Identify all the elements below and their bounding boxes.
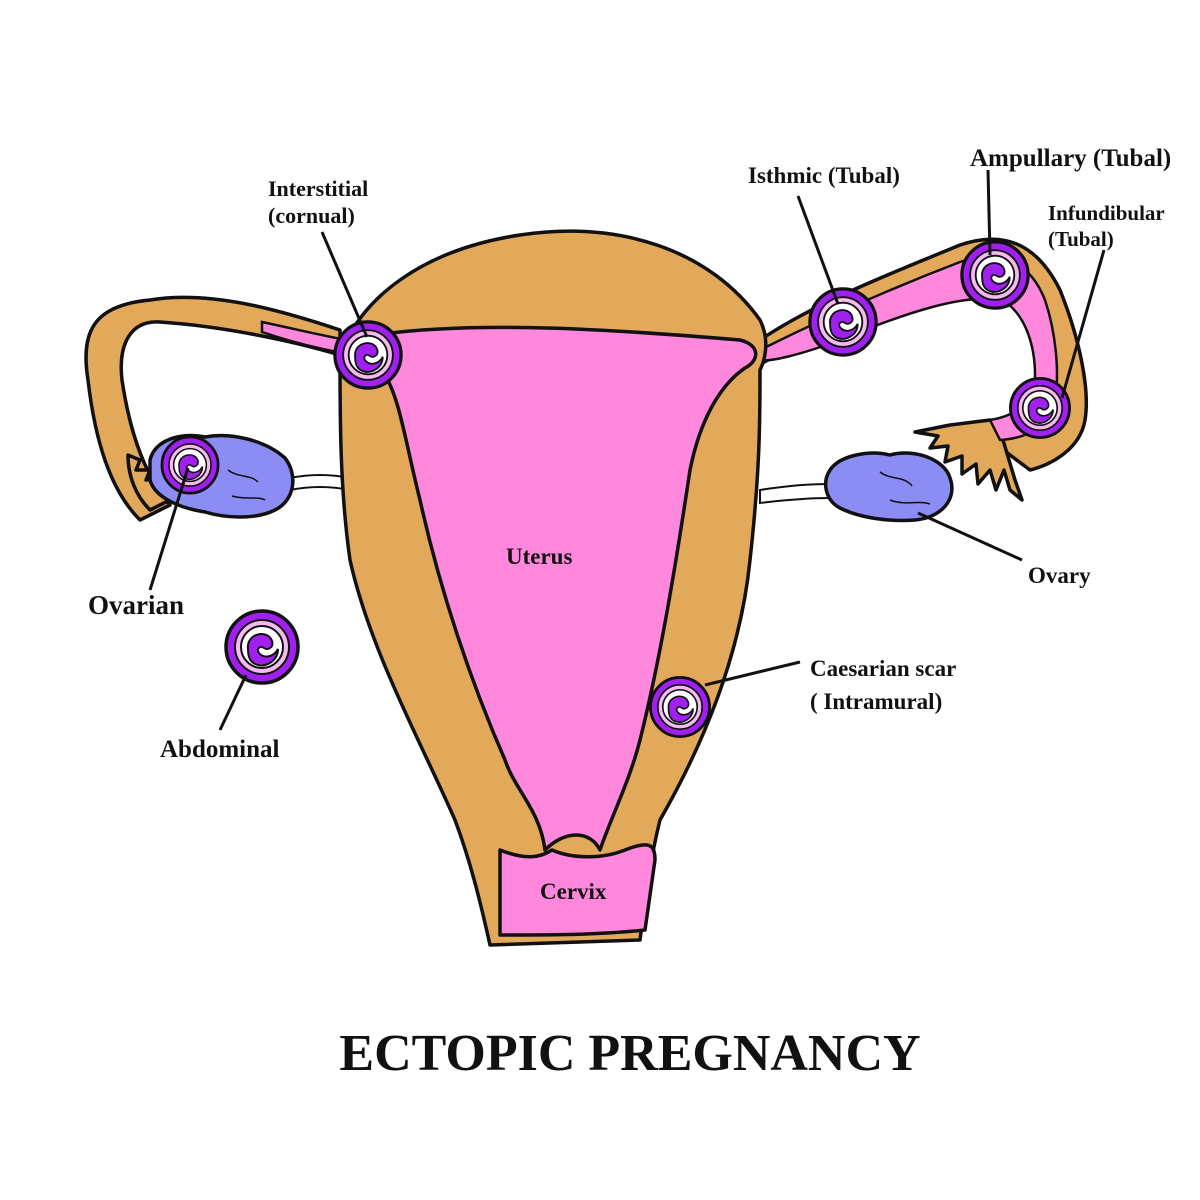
label-infundibular-line2: (Tubal) <box>1048 227 1114 251</box>
label-cervix: Cervix <box>540 879 607 904</box>
uterine-cavity <box>371 325 758 852</box>
leader-ampullary <box>986 169 992 256</box>
leader-isthmic <box>796 195 840 305</box>
sac-infundibular <box>1009 377 1071 439</box>
label-caesarian-line1: Caesarian scar <box>810 656 956 681</box>
left-fallopian-tube <box>84 295 342 522</box>
leader-abdominal <box>218 674 248 731</box>
label-abdominal: Abdominal <box>160 736 280 763</box>
sac-ovarian <box>160 435 220 495</box>
label-isthmic: Isthmic (Tubal) <box>748 163 900 188</box>
right-fimbriae <box>913 418 1024 502</box>
label-ovarian: Ovarian <box>88 590 184 620</box>
sac-ampullary <box>960 240 1030 310</box>
sac-caesarian-scar <box>649 676 711 738</box>
label-infundibular-line1: Infundibular <box>1048 201 1165 225</box>
leader-caesarian-scar <box>704 660 801 687</box>
leader-interstitial <box>320 231 369 338</box>
label-caesarian-line2: ( Intramural) <box>810 689 942 714</box>
sac-interstitial <box>333 320 403 390</box>
label-interstitial-line1: Interstitial <box>268 176 368 201</box>
right-ovarian-ligament <box>759 482 831 505</box>
label-ovary: Ovary <box>1028 563 1091 588</box>
leader-infundibular <box>1060 249 1106 399</box>
label-ampullary: Ampullary (Tubal) <box>970 145 1171 172</box>
label-uterus: Uterus <box>506 544 572 569</box>
label-interstitial-line2: (cornual) <box>268 203 355 228</box>
leader-ovary <box>917 511 1023 562</box>
leader-ovarian <box>148 467 190 591</box>
sac-isthmic <box>808 287 878 357</box>
sac-abdominal <box>224 609 300 685</box>
diagram-title: ECTOPIC PREGNANCY <box>339 1025 920 1082</box>
cervix <box>498 843 657 937</box>
right-ovary <box>823 451 954 523</box>
